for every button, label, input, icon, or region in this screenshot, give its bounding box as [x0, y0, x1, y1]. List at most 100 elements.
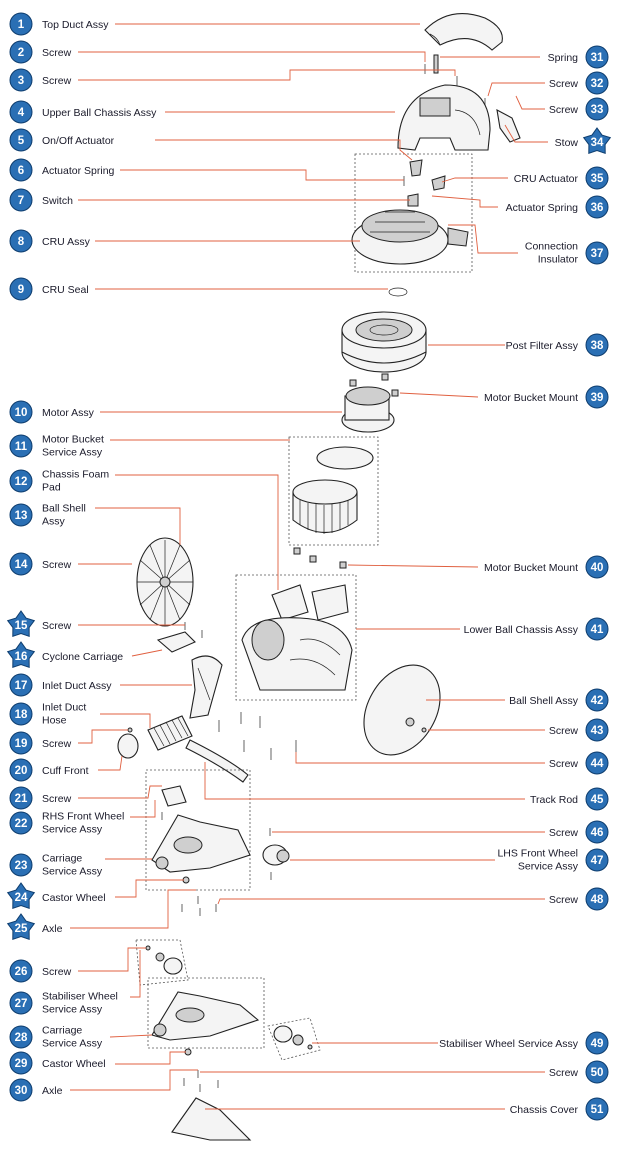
part-number: 42: [591, 695, 604, 707]
badge-40: 40: [585, 555, 609, 579]
badge-circle-icon: [9, 188, 33, 212]
part-number: 12: [15, 476, 28, 488]
part-number: 31: [591, 52, 604, 64]
badge-circle-icon: [585, 1031, 609, 1055]
part-number: 39: [591, 392, 604, 404]
part-label-13: Assy: [42, 516, 66, 528]
part-number: 48: [591, 894, 604, 906]
part-label-22: RHS Front Wheel: [42, 811, 124, 823]
badge-circle-icon: [9, 40, 33, 64]
badge-circle-icon: [9, 158, 33, 182]
part-number: 13: [15, 510, 28, 522]
part-label-39: Motor Bucket Mount: [484, 392, 578, 404]
leader-line-20: [98, 755, 123, 771]
badge-star-icon: [6, 882, 36, 910]
badge-1: 1: [9, 12, 33, 36]
badge-circle-icon: [585, 45, 609, 69]
badge-37: 37: [585, 241, 609, 265]
leader-line-22: [130, 800, 156, 818]
badge-17: 17: [9, 673, 33, 697]
part-label-44: Screw: [549, 758, 579, 770]
badge-51: 51: [585, 1097, 609, 1121]
part-number: 21: [15, 793, 28, 805]
badge-circle-icon: [585, 166, 609, 190]
part-number: 27: [15, 998, 28, 1010]
leader-line-48: [217, 898, 545, 905]
part-label-45: Track Rod: [530, 794, 578, 806]
badge-circle-icon: [585, 241, 609, 265]
badge-circle-icon: [9, 786, 33, 810]
stabiliser-wheel-drawing: [145, 945, 183, 975]
part-number: 25: [15, 923, 28, 935]
part-number: 33: [591, 104, 604, 116]
part-label-31: Spring: [548, 52, 579, 64]
leader-line-6: [120, 169, 404, 181]
motor-bucket-drawing: [292, 446, 374, 534]
badge-circle-icon: [585, 820, 609, 844]
cru-group-box: [354, 153, 473, 273]
cru-actuator-parts: [403, 159, 446, 207]
badge-2: 2: [9, 40, 33, 64]
badge-circle-icon: [9, 400, 33, 424]
badge-42: 42: [585, 688, 609, 712]
part-number: 28: [15, 1032, 28, 1044]
badge-11: 11: [9, 434, 33, 458]
badge-12: 12: [9, 469, 33, 493]
leader-line-13: [95, 507, 181, 545]
badge-13: 13: [9, 503, 33, 527]
part-number: 19: [15, 738, 28, 750]
badge-circle-icon: [9, 959, 33, 983]
part-label-6: Actuator Spring: [42, 165, 115, 177]
part-illustrations: [117, 13, 521, 1141]
badge-circle-icon: [585, 887, 609, 911]
part-number: 30: [15, 1085, 28, 1097]
leader-line-18: [100, 713, 151, 728]
badge-circle-icon: [585, 718, 609, 742]
badge-circle-icon: [9, 229, 33, 253]
badge-7: 7: [9, 188, 33, 212]
leader-line-29: [115, 1051, 186, 1065]
badge-circle-icon: [9, 277, 33, 301]
screw-19-drawing: [127, 727, 133, 733]
part-label-38: Post Filter Assy: [506, 340, 579, 352]
badge-10: 10: [9, 400, 33, 424]
leader-line-25: [70, 889, 196, 929]
badge-circle-icon: [585, 787, 609, 811]
badge-9: 9: [9, 277, 33, 301]
mounts-upper: [349, 373, 399, 397]
part-number: 50: [591, 1067, 604, 1079]
badge-circle-icon: [585, 555, 609, 579]
part-label-48: Screw: [549, 894, 579, 906]
badge-29: 29: [9, 1051, 33, 1075]
part-number: 45: [591, 794, 604, 806]
part-number: 44: [591, 758, 604, 770]
part-label-24: Castor Wheel: [42, 892, 106, 904]
badge-22: 22: [9, 811, 33, 835]
part-label-23: Service Assy: [42, 866, 103, 878]
part-label-11: Service Assy: [42, 447, 103, 459]
motor-assy-drawing: [341, 386, 395, 433]
leader-line-32: [487, 82, 545, 97]
carriage-box-2: [147, 977, 265, 1049]
part-label-1: Top Duct Assy: [42, 19, 109, 31]
part-label-42: Ball Shell Assy: [509, 695, 579, 707]
leader-line-28: [109, 1034, 153, 1038]
part-label-27: Service Assy: [42, 1004, 103, 1016]
badge-circle-icon: [9, 673, 33, 697]
part-label-4: Upper Ball Chassis Assy: [42, 107, 157, 119]
badge-39: 39: [585, 385, 609, 409]
badge-48: 48: [585, 887, 609, 911]
part-label-29: Castor Wheel: [42, 1058, 106, 1070]
carriage-box-1: [145, 769, 251, 891]
top-duct-drawing: [424, 13, 503, 51]
part-label-8: CRU Assy: [42, 236, 91, 248]
part-number: 3: [18, 75, 24, 87]
stabiliser-box: [135, 939, 189, 986]
part-label-27: Stabiliser Wheel: [42, 991, 118, 1003]
badge-28: 28: [9, 1025, 33, 1049]
part-number: 32: [591, 78, 604, 90]
part-number: 35: [591, 173, 604, 185]
badge-circle-icon: [585, 195, 609, 219]
